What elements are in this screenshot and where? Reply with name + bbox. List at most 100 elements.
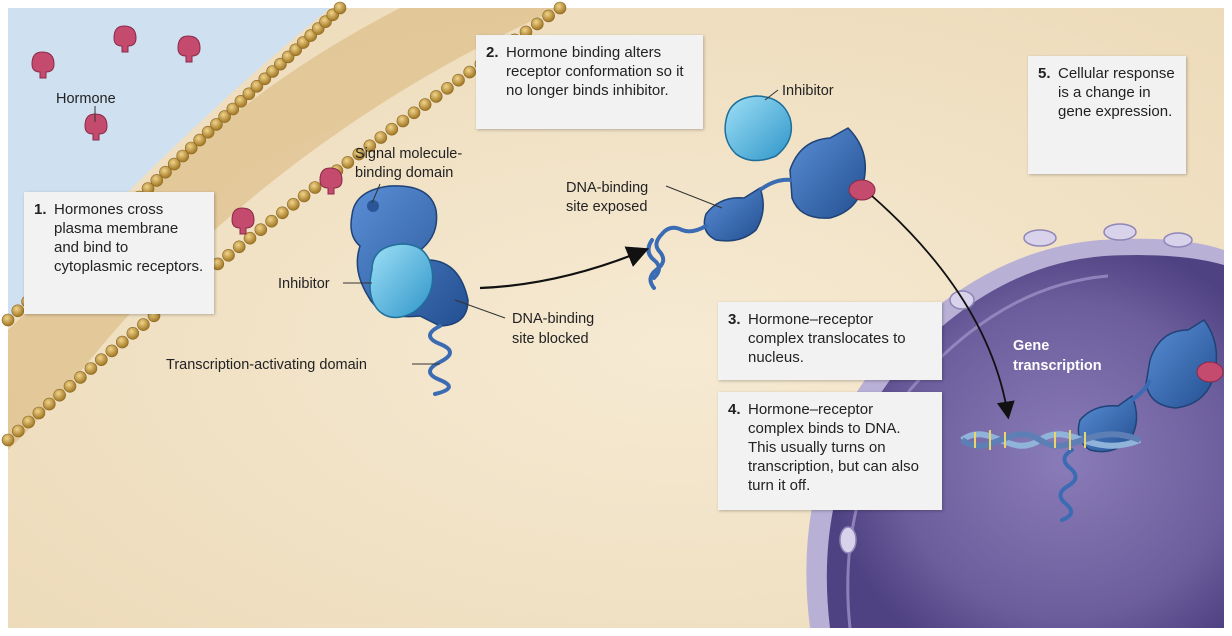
phospholipid-head bbox=[74, 371, 87, 384]
phospholipid-head bbox=[250, 80, 264, 93]
phospholipid-head bbox=[232, 240, 246, 254]
phospholipid-head bbox=[150, 174, 164, 187]
phospholipid-head bbox=[530, 17, 544, 31]
phospholipid-head bbox=[242, 87, 256, 101]
inhibitor-label-right: Inhibitor bbox=[782, 83, 834, 99]
hormone-molecule bbox=[177, 35, 201, 63]
hormone-molecules bbox=[31, 25, 343, 235]
dna-exposed-label-1: DNA-binding bbox=[566, 180, 648, 196]
receptor-on-dna bbox=[960, 318, 1224, 522]
phospholipid-head bbox=[374, 131, 388, 144]
phospholipid-head bbox=[1, 433, 15, 447]
phospholipid-head bbox=[274, 57, 287, 71]
phospholipid-head bbox=[63, 379, 77, 393]
phospholipid-head bbox=[407, 106, 421, 120]
phospholipid-head bbox=[286, 198, 300, 211]
step-2-box: 2. Hormone binding alters receptor confo… bbox=[476, 35, 703, 129]
leader-lines bbox=[94, 89, 779, 365]
phospholipid-head bbox=[333, 1, 347, 15]
signal-domain-label-2: binding domain bbox=[355, 165, 453, 181]
phospholipid-head bbox=[341, 156, 355, 169]
gene-transcription-label-2: transcription bbox=[1013, 358, 1102, 374]
dna-blocked-label-1: DNA-binding bbox=[512, 311, 594, 327]
phospholipid-head bbox=[276, 206, 289, 220]
hormone-molecule bbox=[31, 51, 55, 79]
hormone-molecule bbox=[319, 167, 343, 195]
step-5-text: Cellular response is a change in gene ex… bbox=[1058, 65, 1175, 120]
phospholipid-head bbox=[53, 388, 66, 402]
phospholipid-head bbox=[222, 249, 235, 262]
phospholipid-head bbox=[396, 114, 410, 128]
phospholipid-head bbox=[385, 122, 399, 136]
step-3-text: Hormone–receptor complex translocates to… bbox=[748, 311, 906, 366]
dna-blocked-label-2: site blocked bbox=[512, 331, 589, 347]
phospholipid-head bbox=[42, 397, 56, 411]
phospholipid-head bbox=[159, 165, 172, 179]
step-1-number: 1. bbox=[34, 201, 47, 218]
dna-helix bbox=[960, 430, 1142, 450]
phospholipid-head bbox=[429, 90, 443, 103]
phospholipid-head bbox=[265, 214, 278, 228]
phospholipid-head bbox=[32, 406, 46, 420]
receptor-active bbox=[646, 95, 876, 290]
phospholipid-head bbox=[137, 318, 150, 331]
inhibitor-label-left: Inhibitor bbox=[278, 276, 330, 292]
phospholipid-head bbox=[308, 181, 322, 194]
phospholipid-head bbox=[226, 102, 240, 116]
phospholipid-head bbox=[176, 149, 189, 163]
phospholipid-head bbox=[11, 304, 25, 318]
gene-transcription-label-1: Gene bbox=[1013, 338, 1049, 354]
phospholipid-head bbox=[126, 326, 140, 340]
phospholipid-head bbox=[1, 313, 15, 327]
step-4-number: 4. bbox=[728, 401, 741, 418]
step-3-box: 3. Hormone–receptor complex translocates… bbox=[718, 302, 942, 380]
phospholipid-head bbox=[193, 133, 206, 147]
phospholipid-head bbox=[553, 1, 567, 15]
step-1-text: Hormones cross plasma membrane and bind … bbox=[54, 201, 204, 275]
phospholipid-head bbox=[266, 65, 279, 78]
step-3-number: 3. bbox=[728, 311, 741, 328]
phospholipid-head bbox=[84, 362, 98, 375]
to-dna-arrow bbox=[871, 195, 1015, 420]
phospholipid-head bbox=[234, 95, 248, 108]
phospholipid-head bbox=[201, 125, 215, 139]
step-5-box: 5. Cellular response is a change in gene… bbox=[1028, 56, 1186, 174]
step-2-text: Hormone binding alters receptor conforma… bbox=[506, 44, 684, 99]
phospholipid-head bbox=[95, 353, 108, 367]
translocate-arrow bbox=[479, 246, 650, 290]
phospholipid-head bbox=[184, 141, 198, 155]
phospholipid-head bbox=[11, 424, 25, 438]
hormone-label: Hormone bbox=[56, 91, 116, 107]
phospholipid-head bbox=[258, 72, 272, 86]
tad-label: Transcription-activating domain bbox=[166, 357, 367, 373]
phospholipid-head bbox=[116, 335, 129, 349]
phospholipid-head bbox=[418, 98, 432, 111]
step-2-number: 2. bbox=[486, 44, 499, 61]
phospholipid-head bbox=[452, 73, 465, 87]
step-1-box: 1. Hormones cross plasma membrane and bi… bbox=[24, 192, 214, 314]
step-4-text: Hormone–receptor complex binds to DNA. T… bbox=[748, 401, 919, 494]
extracellular-space bbox=[8, 8, 330, 320]
phospholipid-head bbox=[210, 118, 223, 131]
phospholipid-head bbox=[463, 65, 477, 79]
phospholipid-head bbox=[22, 415, 35, 429]
step-4-box: 4. Hormone–receptor complex binds to DNA… bbox=[718, 392, 942, 510]
phospholipid-head bbox=[441, 82, 454, 95]
phospholipid-head bbox=[105, 344, 119, 358]
phospholipid-head bbox=[363, 139, 377, 153]
phospholipid-head bbox=[218, 110, 231, 123]
hormone-molecule bbox=[84, 113, 108, 141]
step-5-number: 5. bbox=[1038, 65, 1051, 82]
hormone-molecule bbox=[113, 25, 137, 53]
phospholipid-head bbox=[254, 223, 268, 236]
dna-exposed-label-2: site exposed bbox=[566, 199, 647, 215]
phospholipid-head bbox=[352, 147, 366, 161]
receptor-inactive bbox=[350, 185, 469, 396]
phospholipid-head bbox=[542, 9, 555, 23]
phospholipid-head bbox=[297, 189, 311, 203]
phospholipid-head bbox=[167, 157, 181, 171]
phospholipid-head bbox=[243, 231, 257, 245]
signal-domain-label-1: Signal molecule- bbox=[355, 146, 462, 162]
hormone-molecule bbox=[231, 207, 255, 235]
